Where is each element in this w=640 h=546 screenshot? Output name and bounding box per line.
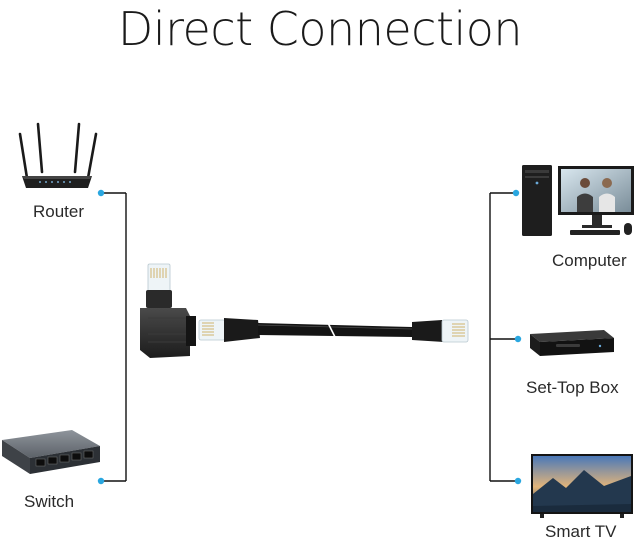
set-top-box-icon — [530, 330, 614, 356]
switch-icon — [2, 430, 100, 474]
computer-connector-dot — [512, 189, 520, 197]
computer-label: Computer — [552, 251, 627, 270]
switch-label: Switch — [24, 492, 75, 511]
set-top-box-connector-dot — [514, 335, 522, 343]
smart-tv-connector-dot — [514, 477, 522, 485]
ethernet-cable-icon — [198, 318, 469, 343]
computer-icon — [522, 165, 634, 236]
set-top-box-label: Set-Top Box — [526, 378, 619, 397]
page-title: Direct Connection — [117, 2, 523, 56]
switch-connector-dot — [97, 477, 105, 485]
left-connector-lines — [101, 192, 127, 482]
right-connector-lines — [489, 192, 518, 482]
smart-tv-icon — [531, 454, 633, 518]
router-label: Router — [33, 202, 85, 221]
smart-tv-label: Smart TV — [545, 522, 617, 541]
router-connector-dot — [97, 189, 105, 197]
right-angle-adapter-icon — [140, 263, 196, 358]
router-icon — [18, 122, 98, 188]
